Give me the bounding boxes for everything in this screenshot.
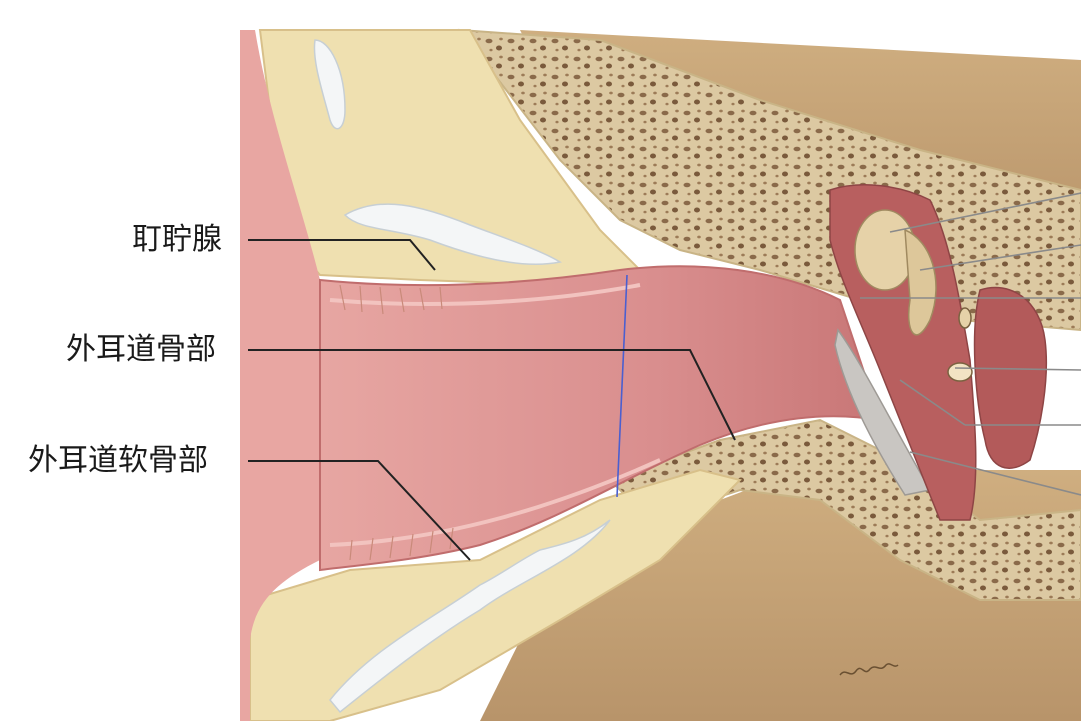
label-leader-lines: [248, 239, 736, 561]
lower-bone: [608, 418, 1081, 601]
label-cartilaginous-part: 外耳道软骨部: [28, 443, 208, 478]
label-ceruminous-glands: 耵聍腺: [132, 222, 222, 257]
boundary-line: [616, 274, 628, 498]
cartilage-plate-upper: [343, 203, 563, 265]
artist-signature: [839, 663, 899, 676]
right-leader-lines: [860, 192, 1081, 496]
ear-canal: [319, 265, 882, 572]
outer-skin: [240, 30, 320, 721]
stapes: [947, 362, 973, 382]
label-bony-part: 外耳道骨部: [66, 332, 216, 367]
cartilage-plate-tall: [313, 39, 346, 130]
tympanic-membrane: [834, 328, 932, 496]
stapes-footplate: [958, 307, 972, 329]
canal-lining-lower: [329, 458, 661, 547]
cartilage-plate-lower: [329, 519, 611, 714]
canal-lining-upper: [329, 283, 641, 307]
inner-ear-cavity: [973, 286, 1048, 469]
incus: [904, 228, 937, 336]
ceruminous-hairs: [339, 284, 454, 561]
